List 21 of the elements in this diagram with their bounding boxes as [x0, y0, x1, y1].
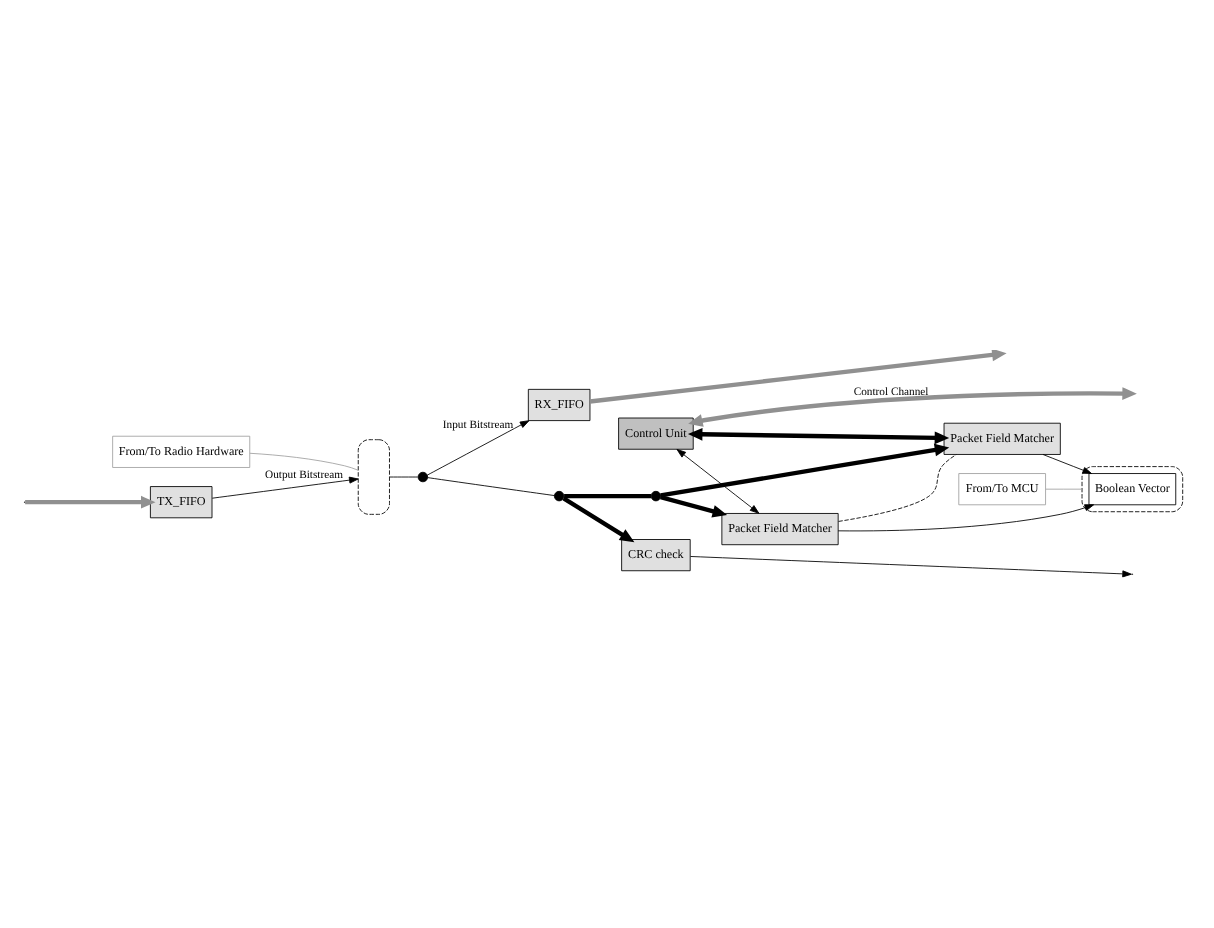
arrow — [562, 496, 635, 543]
connector — [427, 477, 555, 496]
arrow — [211, 476, 359, 499]
arrow — [25, 495, 156, 509]
connector — [249, 452, 359, 471]
connector — [1045, 488, 1083, 490]
arrow — [426, 420, 530, 476]
arrow — [837, 504, 1095, 532]
arrow — [676, 448, 760, 514]
connector — [838, 454, 957, 522]
arrow — [1042, 454, 1092, 474]
node-circle — [417, 471, 429, 483]
node-circle — [650, 490, 662, 502]
arrow — [687, 427, 950, 445]
node-circle — [553, 490, 565, 502]
connector — [564, 493, 652, 499]
node-box — [357, 439, 390, 515]
arrow — [660, 443, 950, 498]
connector — [389, 476, 419, 478]
arrow — [690, 556, 1132, 578]
arrow — [660, 495, 728, 518]
